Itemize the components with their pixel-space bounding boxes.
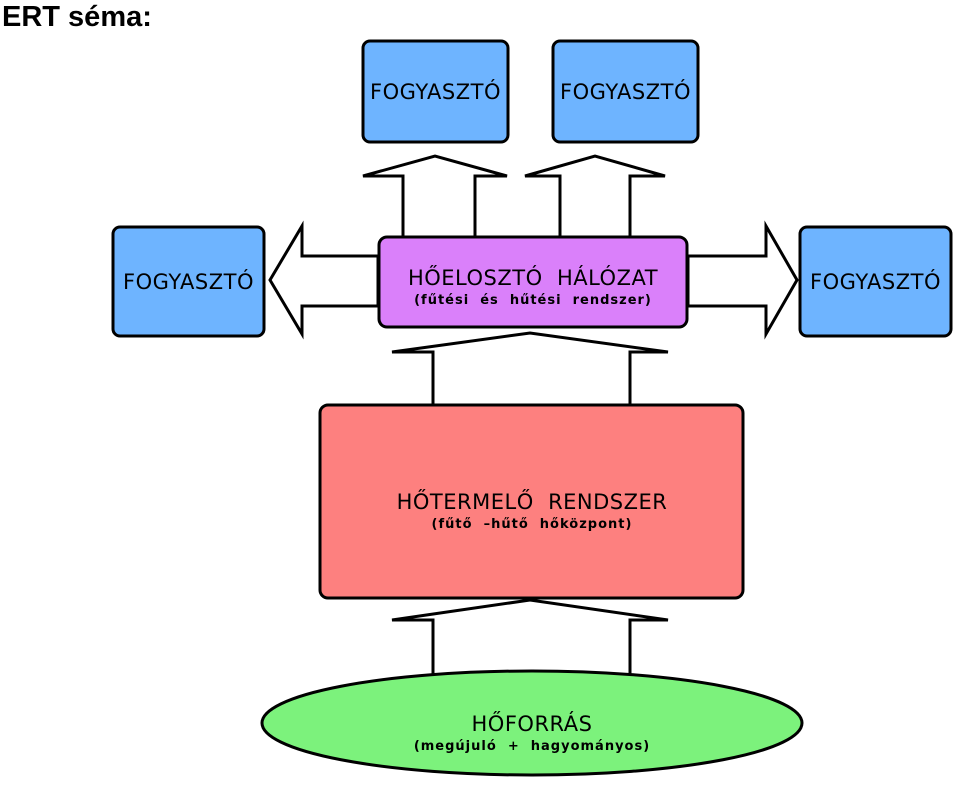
distribution-network-box — [377, 235, 689, 329]
arrow-up-to-top-left-consumer — [362, 154, 508, 240]
distribution-network-label: HŐELOSZTÓ HÁLÓZAT — [408, 265, 658, 290]
arrow-up-from-generation-to-network — [391, 331, 669, 408]
consumer-label-top-left: FOGYASZTÓ — [370, 79, 501, 104]
arrow-up-from-source-to-generation — [391, 598, 669, 678]
distribution-network-sublabel: (fűtési és hűtési rendszer) — [414, 293, 652, 308]
consumer-label-left: FOGYASZTÓ — [123, 269, 254, 294]
generation-system-box — [318, 403, 745, 600]
consumer-box-right — [798, 225, 953, 338]
generation-system-sublabel: (fűtő –hűtő hőközpont) — [432, 517, 633, 532]
heat-source-label: HŐFORRÁS — [472, 711, 593, 736]
consumer-box-top-left — [361, 39, 510, 144]
arrow-left-to-left-consumer — [268, 220, 380, 340]
consumer-label-right: FOGYASZTÓ — [810, 269, 941, 294]
heat-source-ellipse — [260, 669, 804, 777]
generation-system-label: HŐTERMELŐ RENDSZER — [397, 489, 668, 514]
consumer-label-top-right: FOGYASZTÓ — [560, 79, 691, 104]
consumer-box-left — [111, 225, 266, 338]
heat-source-sublabel: (megújuló + hagyományos) — [414, 739, 650, 754]
arrow-right-to-right-consumer — [686, 220, 799, 340]
page-title: ERT séma: — [2, 1, 152, 33]
arrows — [268, 154, 799, 678]
arrow-up-to-top-right-consumer — [524, 154, 666, 240]
consumer-box-top-right — [551, 39, 700, 144]
